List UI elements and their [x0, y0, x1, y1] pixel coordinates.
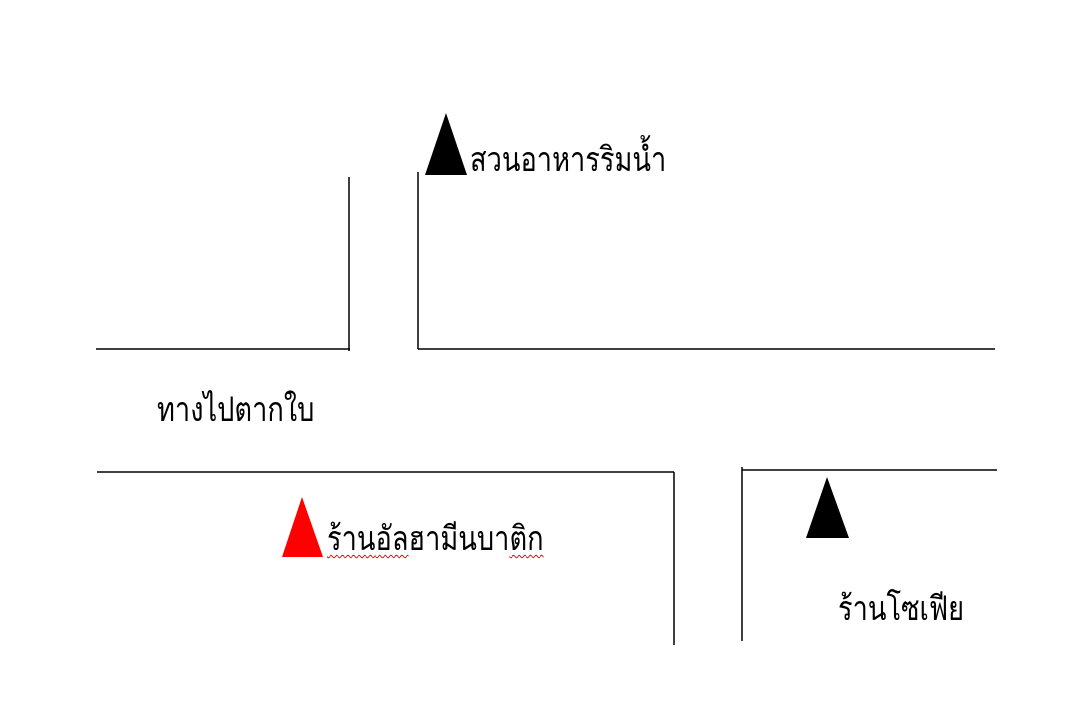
- batik-shop-label-part: ติก: [509, 519, 544, 559]
- restaurant-label: สวนอาหารริมน้ำ: [470, 140, 667, 180]
- road-direction-label: ทางไปตากใบ: [157, 390, 315, 430]
- batik-shop-label-part: อัล: [375, 519, 409, 559]
- sofia-shop-label: ร้านโซเฟีย: [838, 589, 965, 629]
- restaurant-marker-icon: [425, 113, 467, 175]
- batik-shop-marker-icon: [282, 497, 323, 557]
- sofia-shop-marker-icon: [806, 477, 849, 538]
- batik-shop-label-part: ฮามีนบา: [408, 519, 510, 559]
- batik-shop-label: ร้านอัลฮามีนบาติก: [327, 522, 544, 556]
- batik-shop-label-part: ร้าน: [327, 519, 376, 559]
